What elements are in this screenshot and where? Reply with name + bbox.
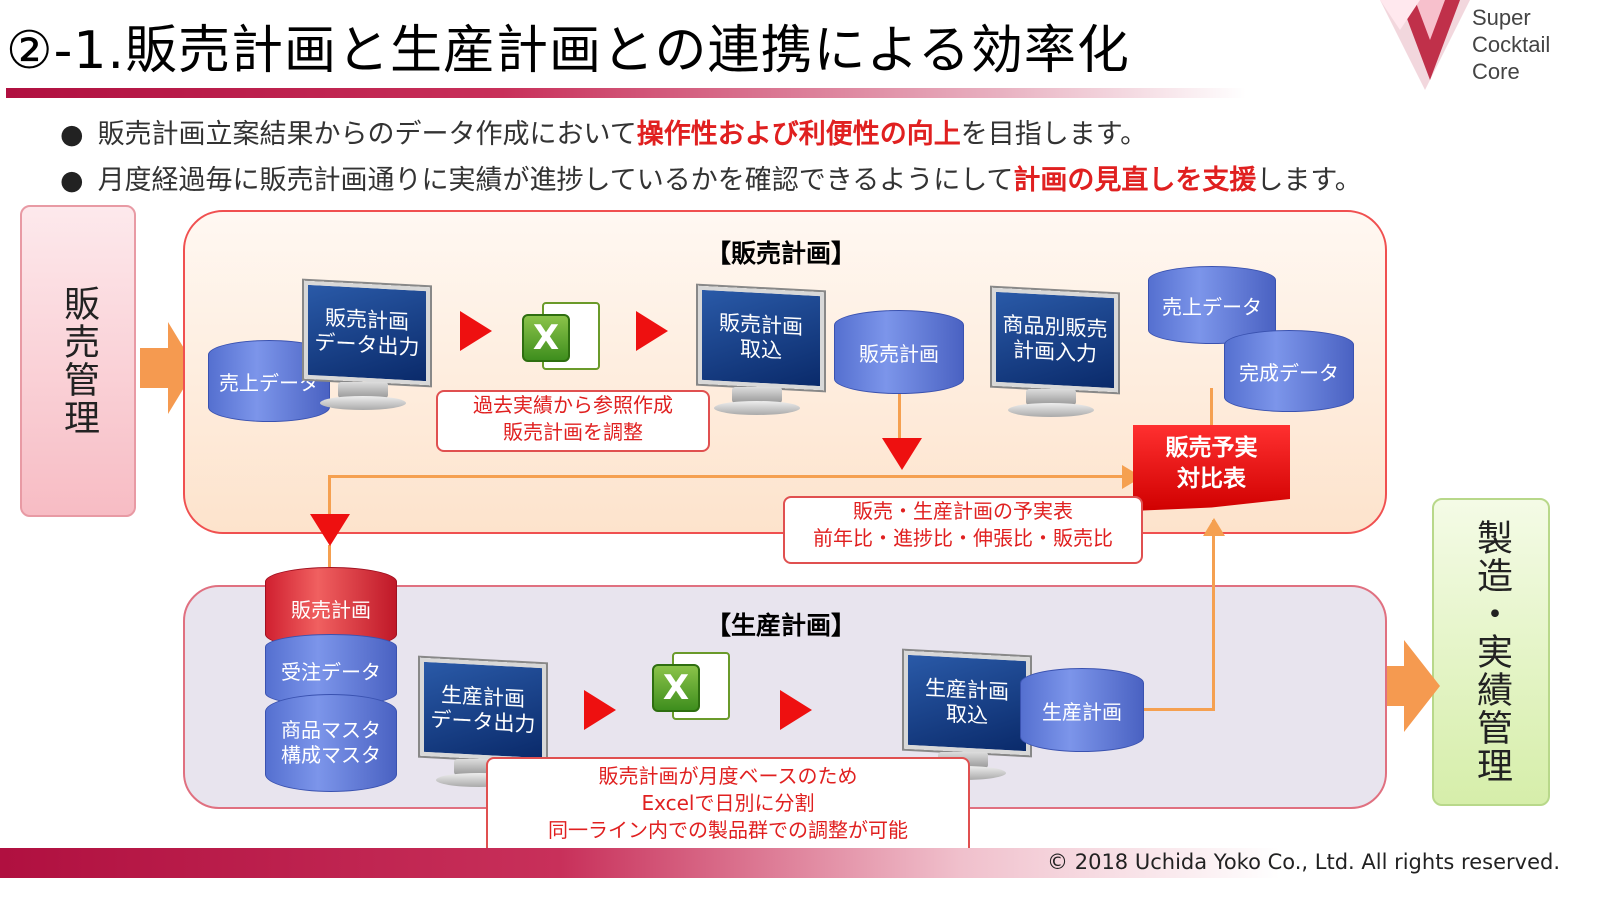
- flow-arrow-down-icon: [310, 514, 350, 546]
- monitor-screen: 販売計画 データ出力: [304, 280, 430, 386]
- sales-plan-db-label: 販売計画: [859, 341, 939, 366]
- logo-text-cocktail: Cocktail: [1472, 32, 1551, 57]
- flow-arrow-down-icon: [882, 438, 922, 470]
- excel-split-callout: 販売計画が月度ベースのため Excelで日別に分割 同一ライン内での製品群での調…: [486, 757, 970, 857]
- flow-arrow-icon: [460, 311, 492, 351]
- monitor-screen: 販売計画 取込: [698, 285, 824, 391]
- flow-line: [328, 475, 1133, 478]
- excel-icon: X: [522, 298, 600, 370]
- monitor-line-2: 計画入力: [1013, 337, 1097, 367]
- monitor-line-2: 取込: [740, 336, 782, 364]
- manufacturing-management-box: 製造・実績管理: [1432, 498, 1550, 806]
- stack-label: 受注データ: [281, 659, 381, 684]
- stack-label: 構成マスタ: [281, 743, 381, 767]
- production-plan-db: 生産計画: [1020, 668, 1144, 752]
- callout-line: Excelで日別に分割: [641, 791, 815, 815]
- input-arrow-icon: [140, 322, 196, 414]
- product-plan-monitor: 商品別販売 計画入力: [986, 285, 1118, 420]
- monitor-screen: 商品別販売 計画入力: [992, 287, 1118, 393]
- flow-line: [1212, 520, 1215, 710]
- report-line-1: 販売予実: [1165, 435, 1258, 461]
- budget-actual-report: 販売予実 対比表: [1133, 425, 1290, 511]
- output-arrow-icon: [1360, 640, 1440, 732]
- bullet-1-post: を目指します。: [960, 119, 1148, 150]
- title-underline: [6, 88, 1246, 98]
- report-line-2: 対比表: [1177, 466, 1246, 493]
- slide-title: ②-1.販売計画と生産計画との連携による効率化: [6, 21, 1130, 81]
- arrowhead-icon: [1122, 465, 1142, 489]
- production-plan-db-label: 生産計画: [1042, 699, 1122, 724]
- logo-text-super: Super: [1472, 5, 1531, 30]
- sales-data-db-label: 売上データ: [219, 370, 319, 395]
- monitor-line-2: データ出力: [430, 707, 536, 737]
- completion-data-db: 完成データ: [1224, 330, 1354, 412]
- flow-line: [328, 545, 331, 567]
- flow-line: [1210, 388, 1213, 428]
- callout-line: 販売・生産計画の予実表: [853, 499, 1073, 523]
- flow-arrow-icon: [584, 690, 616, 730]
- sales-import-monitor: 販売計画 取込: [692, 283, 824, 418]
- bullet-1-pre: 販売計画立案結果からのデータ作成において: [97, 119, 637, 150]
- completion-data-db-label: 完成データ: [1239, 360, 1339, 385]
- sales-plan-label: 【販売計画】: [706, 239, 857, 268]
- callout-line: 販売計画が月度ベースのため: [598, 764, 858, 788]
- sales-management-box: 販売管理: [20, 205, 136, 517]
- stack-label: 販売計画: [291, 597, 371, 622]
- bullet-2-pre: 月度経過毎に販売計画通りに実績が進捗しているかを確認できるようにして: [97, 165, 1014, 196]
- callout-line: 前年比・進捗比・伸張比・販売比: [813, 526, 1113, 550]
- callout-line: 過去実績から参照作成: [473, 393, 673, 417]
- monitor-screen: 生産計画 データ出力: [420, 657, 546, 763]
- production-plan-label: 【生産計画】: [706, 611, 857, 640]
- monitor-line-2: データ出力: [314, 330, 420, 360]
- uriage-data-db-label: 売上データ: [1162, 294, 1262, 319]
- report-callout: 販売・生産計画の予実表 前年比・進捗比・伸張比・販売比: [783, 496, 1143, 564]
- bullet-dot-icon: ●: [60, 165, 84, 196]
- uriage-data-db: 売上データ: [1148, 266, 1276, 344]
- sales-plan-db: 販売計画: [834, 310, 964, 394]
- stack-label: 商品マスタ: [281, 718, 381, 742]
- bullet-1: ● 販売計画立案結果からのデータ作成において操作性および利便性の向上を目指します。: [60, 112, 1147, 151]
- bullet-2-post: します。: [1256, 165, 1362, 196]
- copyright-text: © 2018 Uchida Yoko Co., Ltd. All rights …: [1047, 850, 1560, 874]
- flow-line: [898, 382, 901, 438]
- stack-master-db: 商品マスタ 構成マスタ: [265, 694, 397, 792]
- flow-line: [1140, 708, 1215, 711]
- flow-arrow-icon: [636, 311, 668, 351]
- flow-line: [328, 475, 331, 515]
- sales-export-monitor: 販売計画 データ出力: [298, 278, 430, 413]
- bullet-2: ● 月度経過毎に販売計画通りに実績が進捗しているかを確認できるようにして計画の見直…: [60, 158, 1362, 197]
- monitor-screen: 生産計画 取込: [904, 650, 1030, 756]
- arrowhead-icon: [1203, 518, 1225, 536]
- flow-arrow-icon: [780, 690, 812, 730]
- callout-line: 同一ライン内での製品群での調整が可能: [548, 818, 908, 842]
- monitor-line-2: 取込: [946, 701, 988, 729]
- callout-line: 販売計画を調整: [503, 420, 643, 444]
- brand-logo: Super Cocktail Core: [1380, 0, 1600, 100]
- bullet-2-highlight: 計画の見直しを支援: [1013, 165, 1257, 196]
- excel-adjust-callout: 過去実績から参照作成 販売計画を調整: [436, 390, 710, 452]
- bullet-1-highlight: 操作性および利便性の向上: [636, 119, 961, 150]
- bullet-dot-icon: ●: [60, 119, 84, 150]
- excel-icon: X: [652, 648, 730, 720]
- logo-text-core: Core: [1472, 59, 1520, 84]
- logo-diamond-icon: [1380, 0, 1470, 90]
- footer-bar: [0, 848, 1600, 878]
